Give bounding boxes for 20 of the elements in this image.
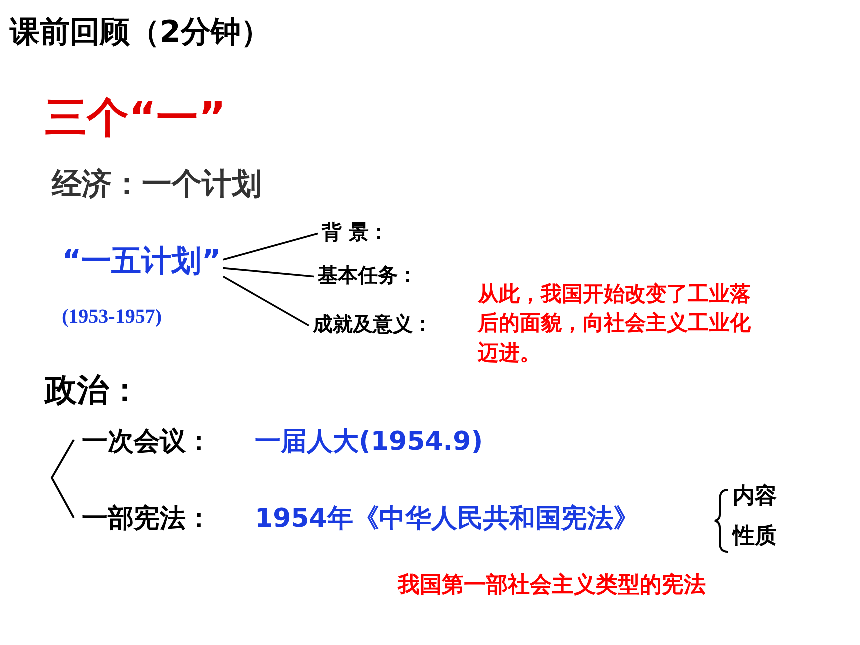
item-label: 一次会议： [82,426,212,458]
item-label: 内容 [733,483,777,510]
connector-line [223,276,310,327]
item-label: 性质 [733,523,777,550]
connector-line [223,267,314,278]
branch-label: 背 景： [322,220,389,245]
note-text: 从此，我国开始改变了工业落后的面貌，向社会主义工业化迈进。 [478,281,752,367]
branch-label: 成就及意义： [313,312,433,337]
item-value: 一届人大(1954.9) [255,426,484,458]
section-heading: 经济：一个计划 [52,166,262,204]
slide-title: 课前回顾（2分钟） [10,14,271,52]
note-text: 我国第一部社会主义类型的宪法 [398,572,706,600]
connector-line [223,232,318,261]
year-range: (1953-1957) [62,305,162,330]
item-label: 一部宪法： [82,503,212,536]
plan-label: “一五计划” [62,243,222,280]
heading: 三个“一” [45,92,226,144]
section-heading: 政治： [45,370,141,410]
item-value: 1954年《中华人民共和国宪法》 [255,503,640,536]
branch-label: 基本任务： [318,263,418,288]
